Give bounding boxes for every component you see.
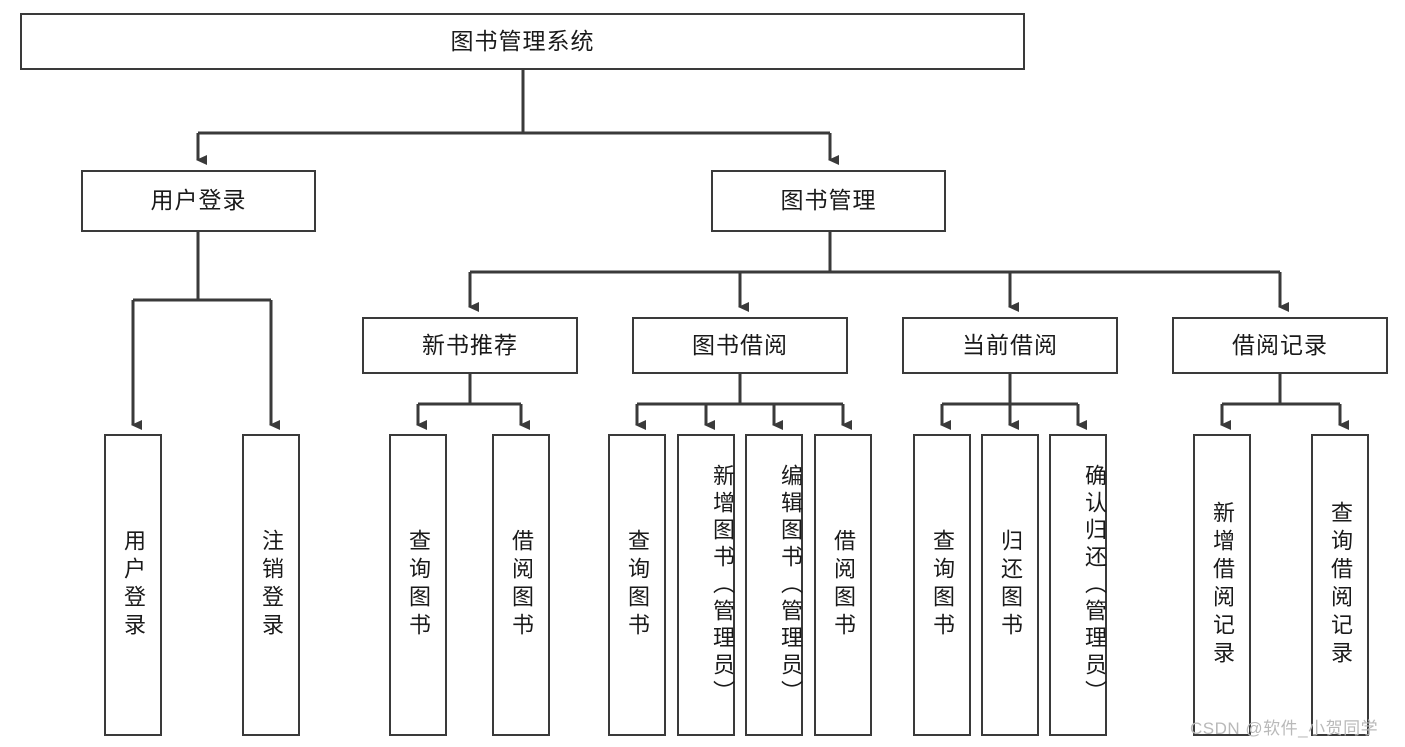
node-book-management[interactable]: 图书管理 (711, 170, 946, 232)
node-root-book-management-system[interactable]: 图书管理系统 (20, 13, 1025, 70)
node-label: 图书借阅 (692, 331, 788, 358)
node-leaf-user-login[interactable]: 用户登录 (104, 434, 162, 736)
node-user-login[interactable]: 用户登录 (81, 170, 316, 232)
node-label: 用户登录 (121, 529, 146, 641)
node-label: 图书管理系统 (450, 27, 595, 54)
node-label: 借阅图书 (831, 529, 856, 641)
node-leaf-logout-login[interactable]: 注销登录 (242, 434, 300, 736)
node-label: 当前借阅 (962, 331, 1058, 358)
node-leaf-query-record[interactable]: 查询借阅记录 (1311, 434, 1369, 736)
node-label: 图书管理 (780, 187, 877, 214)
node-label: 新增借阅记录 (1210, 501, 1235, 669)
node-new-book-recommend[interactable]: 新书推荐 (362, 317, 578, 374)
node-leaf-query-book-1[interactable]: 查询图书 (389, 434, 447, 736)
node-label: 查询图书 (406, 529, 431, 641)
node-label: 查询图书 (625, 529, 650, 641)
node-label: 用户登录 (150, 187, 247, 214)
node-leaf-edit-book[interactable]: 编辑图书（管理员） (745, 434, 803, 736)
node-label: 查询借阅记录 (1328, 501, 1353, 669)
node-leaf-query-book-2[interactable]: 查询图书 (608, 434, 666, 736)
node-label: 归还图书 (998, 529, 1023, 641)
node-label: 注销登录 (259, 529, 284, 641)
node-label: 查询图书 (930, 529, 955, 641)
node-label: 新书推荐 (422, 331, 518, 358)
node-label: 编辑图书（管理员） (778, 463, 803, 707)
watermark-text: CSDN @软件_小贺同学 (1190, 719, 1379, 738)
node-leaf-add-book[interactable]: 新增图书（管理员） (677, 434, 735, 736)
node-current-borrow[interactable]: 当前借阅 (902, 317, 1118, 374)
node-leaf-borrow-book-1[interactable]: 借阅图书 (492, 434, 550, 736)
node-label: 借阅记录 (1232, 331, 1328, 358)
node-leaf-return-book[interactable]: 归还图书 (981, 434, 1039, 736)
node-leaf-query-book-3[interactable]: 查询图书 (913, 434, 971, 736)
node-leaf-borrow-book-2[interactable]: 借阅图书 (814, 434, 872, 736)
node-label: 确认归还（管理员） (1082, 463, 1107, 707)
node-leaf-confirm-return[interactable]: 确认归还（管理员） (1049, 434, 1107, 736)
node-label: 借阅图书 (509, 529, 534, 641)
node-label: 新增图书（管理员） (710, 463, 735, 707)
node-leaf-add-record[interactable]: 新增借阅记录 (1193, 434, 1251, 736)
node-book-borrow[interactable]: 图书借阅 (632, 317, 848, 374)
node-borrow-record[interactable]: 借阅记录 (1172, 317, 1388, 374)
